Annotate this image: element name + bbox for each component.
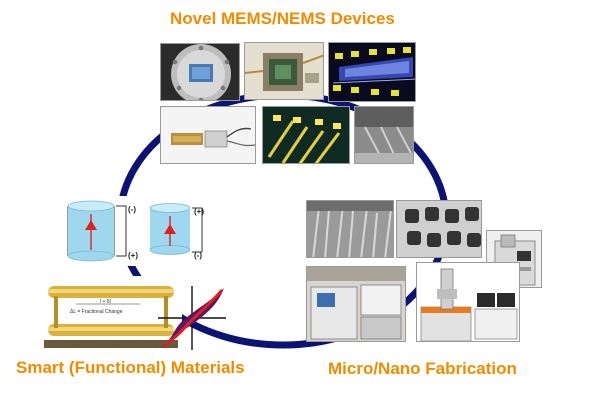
hysteresis-loop-icon (152, 282, 232, 354)
sem-system-photo (416, 262, 520, 342)
actuator-rods-icon: l + δl ΔL = Fractional Change (40, 276, 182, 350)
actuator-equation-label: ΔL = Fractional Change (70, 309, 123, 315)
title-micro-nano-fab: Micro/Nano Fabrication (328, 359, 517, 378)
probe-assembly-photo (160, 106, 256, 164)
micro-gripper-photo (354, 106, 414, 164)
packaged-device-photo (244, 42, 324, 100)
mems-wafer-photo (328, 42, 416, 102)
piezo-cylinder-icon: (-) (+) (+) (-) (46, 196, 216, 266)
microbeam-array-photo (262, 106, 350, 164)
cylinder-right-top-sign: (+) (194, 207, 204, 216)
nanowire-sem-photo (306, 200, 394, 258)
cylinder-right-bottom-sign: (-) (194, 251, 202, 260)
lab-bench-photo (306, 266, 406, 342)
title-smart-materials: Smart (Functional) Materials (16, 358, 245, 377)
cylinder-left-top-sign: (-) (128, 205, 136, 214)
sensor-chip-photo (160, 43, 240, 101)
actuator-mark-label: l + δl (100, 299, 111, 305)
cylinder-left-bottom-sign: (+) (128, 251, 138, 260)
porous-sem-photo (396, 200, 482, 258)
title-mems-devices: Novel MEMS/NEMS Devices (170, 9, 395, 28)
